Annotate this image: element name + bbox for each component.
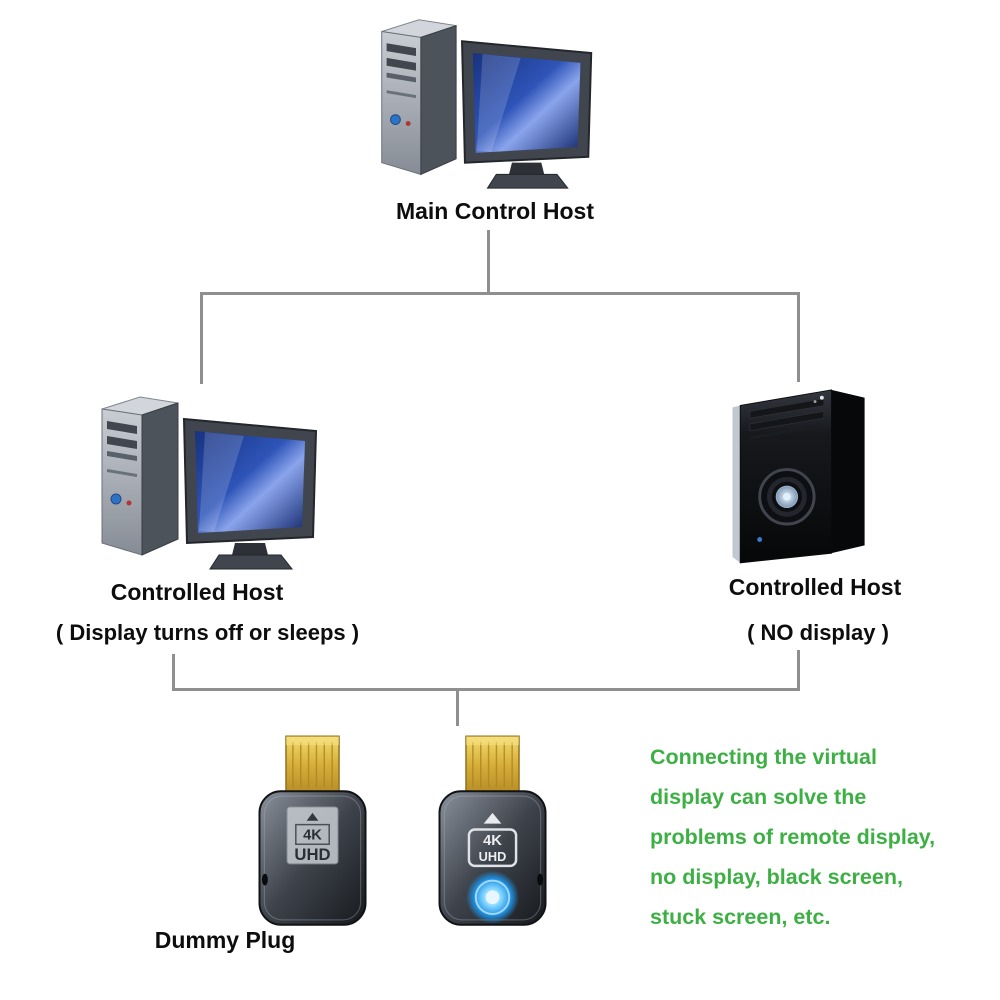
main-host-computer-illustration — [381, 19, 593, 189]
right-host-label: Controlled Host — [728, 574, 902, 600]
plug-label-window: 4K UHD — [286, 806, 339, 865]
right-host-sublabel: ( NO display ) — [747, 620, 889, 645]
connector-line-right-down — [797, 292, 800, 382]
dummy-plug-a-illustration: 4K UHD — [258, 735, 367, 926]
left-host-computer-illustration — [101, 396, 318, 570]
pc-monitor — [182, 417, 318, 570]
left-host-sublabel: ( Display turns off or sleeps ) — [55, 620, 360, 645]
note-line: Connecting the virtual — [650, 745, 877, 769]
plug-label-print: 4K UHD — [467, 812, 518, 868]
right-host-tower-illustration — [732, 389, 865, 564]
plug-led — [466, 870, 520, 924]
black-tower — [732, 389, 865, 564]
connector-line-top-horizontal — [200, 292, 800, 295]
hdmi-connector — [285, 735, 340, 794]
dummy-plug-label: Dummy Plug — [154, 927, 296, 953]
monitor-screen — [472, 53, 581, 153]
triangle-mark — [483, 812, 502, 824]
note-line: display can solve the — [650, 785, 867, 809]
note-line: problems of remote display, — [650, 825, 936, 849]
note-line: stuck screen, etc. — [650, 905, 831, 929]
main-host-label: Main Control Host — [395, 198, 595, 224]
note-line: no display, black screen, — [650, 865, 903, 889]
note-text: Connecting the virtual display can solve… — [650, 737, 980, 937]
lanyard-hole — [537, 873, 544, 886]
connector-line-right-host-down — [797, 650, 800, 691]
hdmi-connector — [465, 735, 520, 794]
connector-line-to-plugs — [456, 688, 459, 726]
pc-tower — [101, 396, 179, 556]
monitor-screen — [195, 431, 305, 533]
plug-badge-uhd: UHD — [479, 849, 507, 864]
plug-badge-4k: 4K — [483, 833, 502, 849]
pc-monitor — [461, 40, 593, 189]
pc-tower — [381, 19, 457, 176]
connector-line-left-host-down — [172, 654, 175, 691]
connector-line-left-down — [200, 292, 203, 384]
plug-badge-uhd: UHD — [294, 845, 330, 864]
plug-badge-4k: 4K — [303, 827, 322, 843]
connector-line-bottom-horizontal — [172, 688, 800, 691]
dummy-plug-b-illustration: 4K UHD — [438, 735, 547, 926]
left-host-label: Controlled Host — [110, 579, 284, 605]
triangle-mark — [306, 812, 319, 821]
connector-line-main-down — [487, 230, 490, 294]
lanyard-hole — [261, 873, 268, 886]
